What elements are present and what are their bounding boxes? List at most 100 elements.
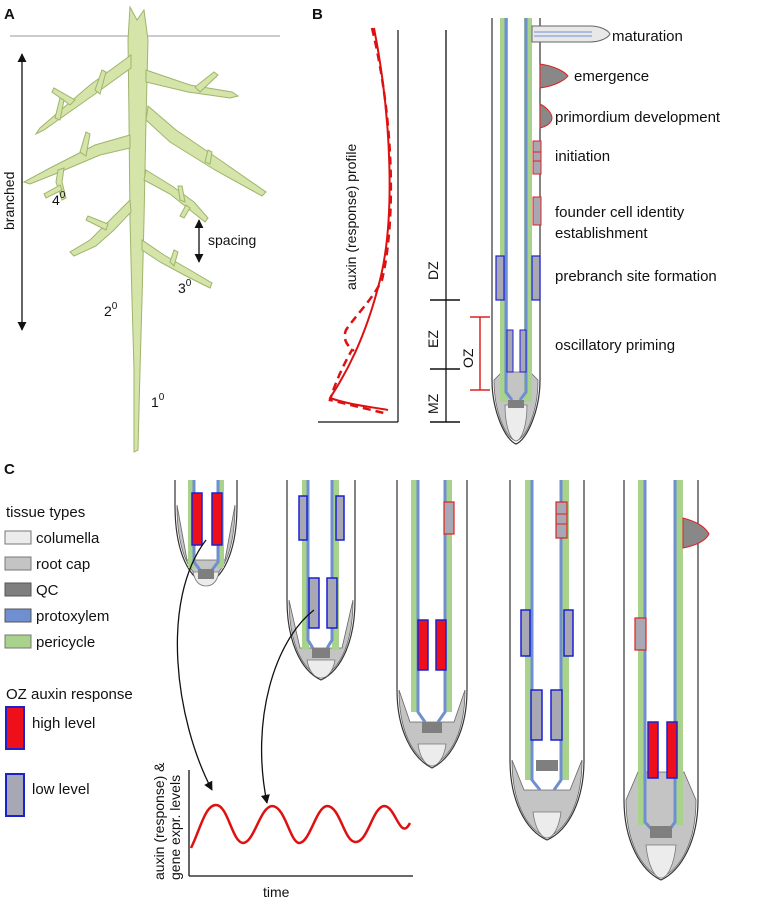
tertiary-root bbox=[204, 149, 213, 165]
legend-protoxylem: protoxylem bbox=[4, 608, 109, 625]
secondary-root bbox=[69, 198, 132, 257]
lateral-root-primordium bbox=[682, 517, 710, 549]
oz-auxin-response-title: OZ auxin response bbox=[6, 686, 133, 703]
secondary-root bbox=[22, 134, 131, 185]
oz-cells-low bbox=[326, 577, 338, 629]
founder-cells bbox=[443, 501, 455, 535]
root-order-quaternary-label: 40 bbox=[52, 190, 66, 208]
legend-pericycle: pericycle bbox=[4, 634, 95, 651]
oz-cells-high bbox=[647, 721, 659, 779]
stage-oscillatory-priming: oscillatory priming bbox=[555, 337, 675, 354]
legend-swatch bbox=[4, 582, 32, 597]
prebranch-site bbox=[520, 609, 531, 657]
stage-primordium-development: primordium development bbox=[555, 109, 721, 126]
graph-y-label-line1: auxin (response) & bbox=[151, 762, 167, 880]
initiation-site bbox=[532, 140, 542, 175]
oz-cells-high bbox=[435, 619, 447, 671]
root-order-secondary-label: 20 bbox=[104, 301, 118, 319]
legend-label: QC bbox=[36, 582, 59, 599]
legend-swatch bbox=[4, 530, 32, 545]
tertiary-root bbox=[55, 167, 67, 201]
pericycle-left bbox=[500, 18, 508, 402]
spacing-label: spacing bbox=[208, 232, 256, 248]
oz-cells-high bbox=[666, 721, 678, 779]
legend-label: columella bbox=[36, 530, 100, 547]
prebranch-site-right bbox=[531, 255, 541, 301]
quiescent-center bbox=[508, 400, 524, 408]
prebranch-site bbox=[563, 609, 574, 657]
lateral-root-primordium bbox=[539, 103, 553, 129]
legend-columella: columella bbox=[4, 530, 100, 547]
oz-cells-high bbox=[211, 492, 223, 546]
legend-high-level-swatch bbox=[5, 706, 25, 750]
secondary-root bbox=[143, 169, 209, 223]
panel-c-letter: C bbox=[4, 461, 15, 478]
tertiary-root bbox=[194, 71, 219, 93]
tertiary-root bbox=[179, 204, 191, 219]
quaternary-root bbox=[43, 184, 63, 199]
graph-y-label-line2: gene expr. levels bbox=[167, 775, 183, 880]
protoxylem-right bbox=[518, 18, 528, 401]
founder-cells bbox=[532, 196, 542, 226]
pericycle-right bbox=[524, 18, 532, 402]
branched-root-system bbox=[22, 5, 267, 453]
prebranch-site-left bbox=[495, 255, 505, 301]
tertiary-root bbox=[177, 185, 186, 203]
zone-label-mz: MZ bbox=[425, 393, 441, 414]
tissue-types-title: tissue types bbox=[6, 504, 85, 521]
oscillation-cells-left bbox=[506, 329, 514, 373]
secondary-root bbox=[141, 239, 213, 289]
prebranch-site bbox=[335, 495, 345, 541]
secondary-root bbox=[145, 105, 267, 197]
legend-swatch bbox=[4, 556, 32, 571]
auxin-profile-dashed-curve bbox=[328, 27, 393, 416]
primary-root bbox=[127, 5, 149, 453]
legend-label: protoxylem bbox=[36, 608, 109, 625]
tertiary-root bbox=[169, 249, 179, 267]
timepoint2-to-graph-arrow bbox=[260, 609, 315, 804]
stage-founder-cell-line1: founder cell identity bbox=[555, 204, 685, 221]
legend-low-level-swatch bbox=[5, 773, 25, 817]
oz-cells-low bbox=[530, 689, 543, 741]
stage-emergence: emergence bbox=[574, 68, 649, 85]
initiation-site bbox=[555, 501, 568, 539]
root-order-tertiary-label: 30 bbox=[178, 278, 192, 296]
legend-label: pericycle bbox=[36, 634, 95, 651]
root-order-primary-label: 10 bbox=[151, 392, 165, 410]
stage-initiation: initiation bbox=[555, 148, 610, 165]
legend-label: root cap bbox=[36, 556, 90, 573]
root-timepoint-1 bbox=[174, 480, 238, 587]
tertiary-root bbox=[51, 87, 76, 106]
protoxylem-left bbox=[504, 18, 514, 401]
zone-label-ez: EZ bbox=[425, 330, 441, 348]
tertiary-root bbox=[85, 215, 109, 231]
oz-cells-low bbox=[308, 577, 320, 629]
emerging-primordium bbox=[539, 63, 569, 89]
panel-a-letter: A bbox=[4, 6, 15, 23]
tertiary-root bbox=[79, 131, 91, 157]
legend-low-level-label: low level bbox=[32, 781, 90, 798]
secondary-root bbox=[145, 69, 240, 99]
mature-lateral-root bbox=[531, 25, 611, 43]
zone-label-dz: DZ bbox=[425, 261, 441, 280]
auxin-profile-label: auxin (response) profile bbox=[343, 143, 359, 290]
panel-b-letter: B bbox=[312, 6, 323, 23]
secondary-root bbox=[34, 54, 132, 136]
zone-label-oz: OZ bbox=[460, 348, 476, 368]
columella bbox=[504, 404, 528, 442]
mature-lateral-root-vasculature bbox=[534, 31, 592, 37]
tertiary-root bbox=[94, 69, 107, 95]
oz-cells-high bbox=[417, 619, 429, 671]
oz-cells-low bbox=[550, 689, 563, 741]
timepoint1-to-graph-arrow bbox=[176, 539, 213, 791]
graph-x-label: time bbox=[263, 884, 290, 900]
panel-c: C tissue types columella root cap QC pro… bbox=[4, 461, 710, 900]
auxin-profile-solid-curve bbox=[328, 27, 391, 411]
root-timepoint-5 bbox=[623, 480, 710, 881]
stage-prebranch-site: prebranch site formation bbox=[555, 268, 717, 285]
root-longitudinal-section bbox=[491, 18, 611, 445]
legend-swatch bbox=[4, 608, 32, 623]
root-timepoint-2 bbox=[286, 480, 356, 681]
legend-root-cap: root cap bbox=[4, 556, 90, 573]
